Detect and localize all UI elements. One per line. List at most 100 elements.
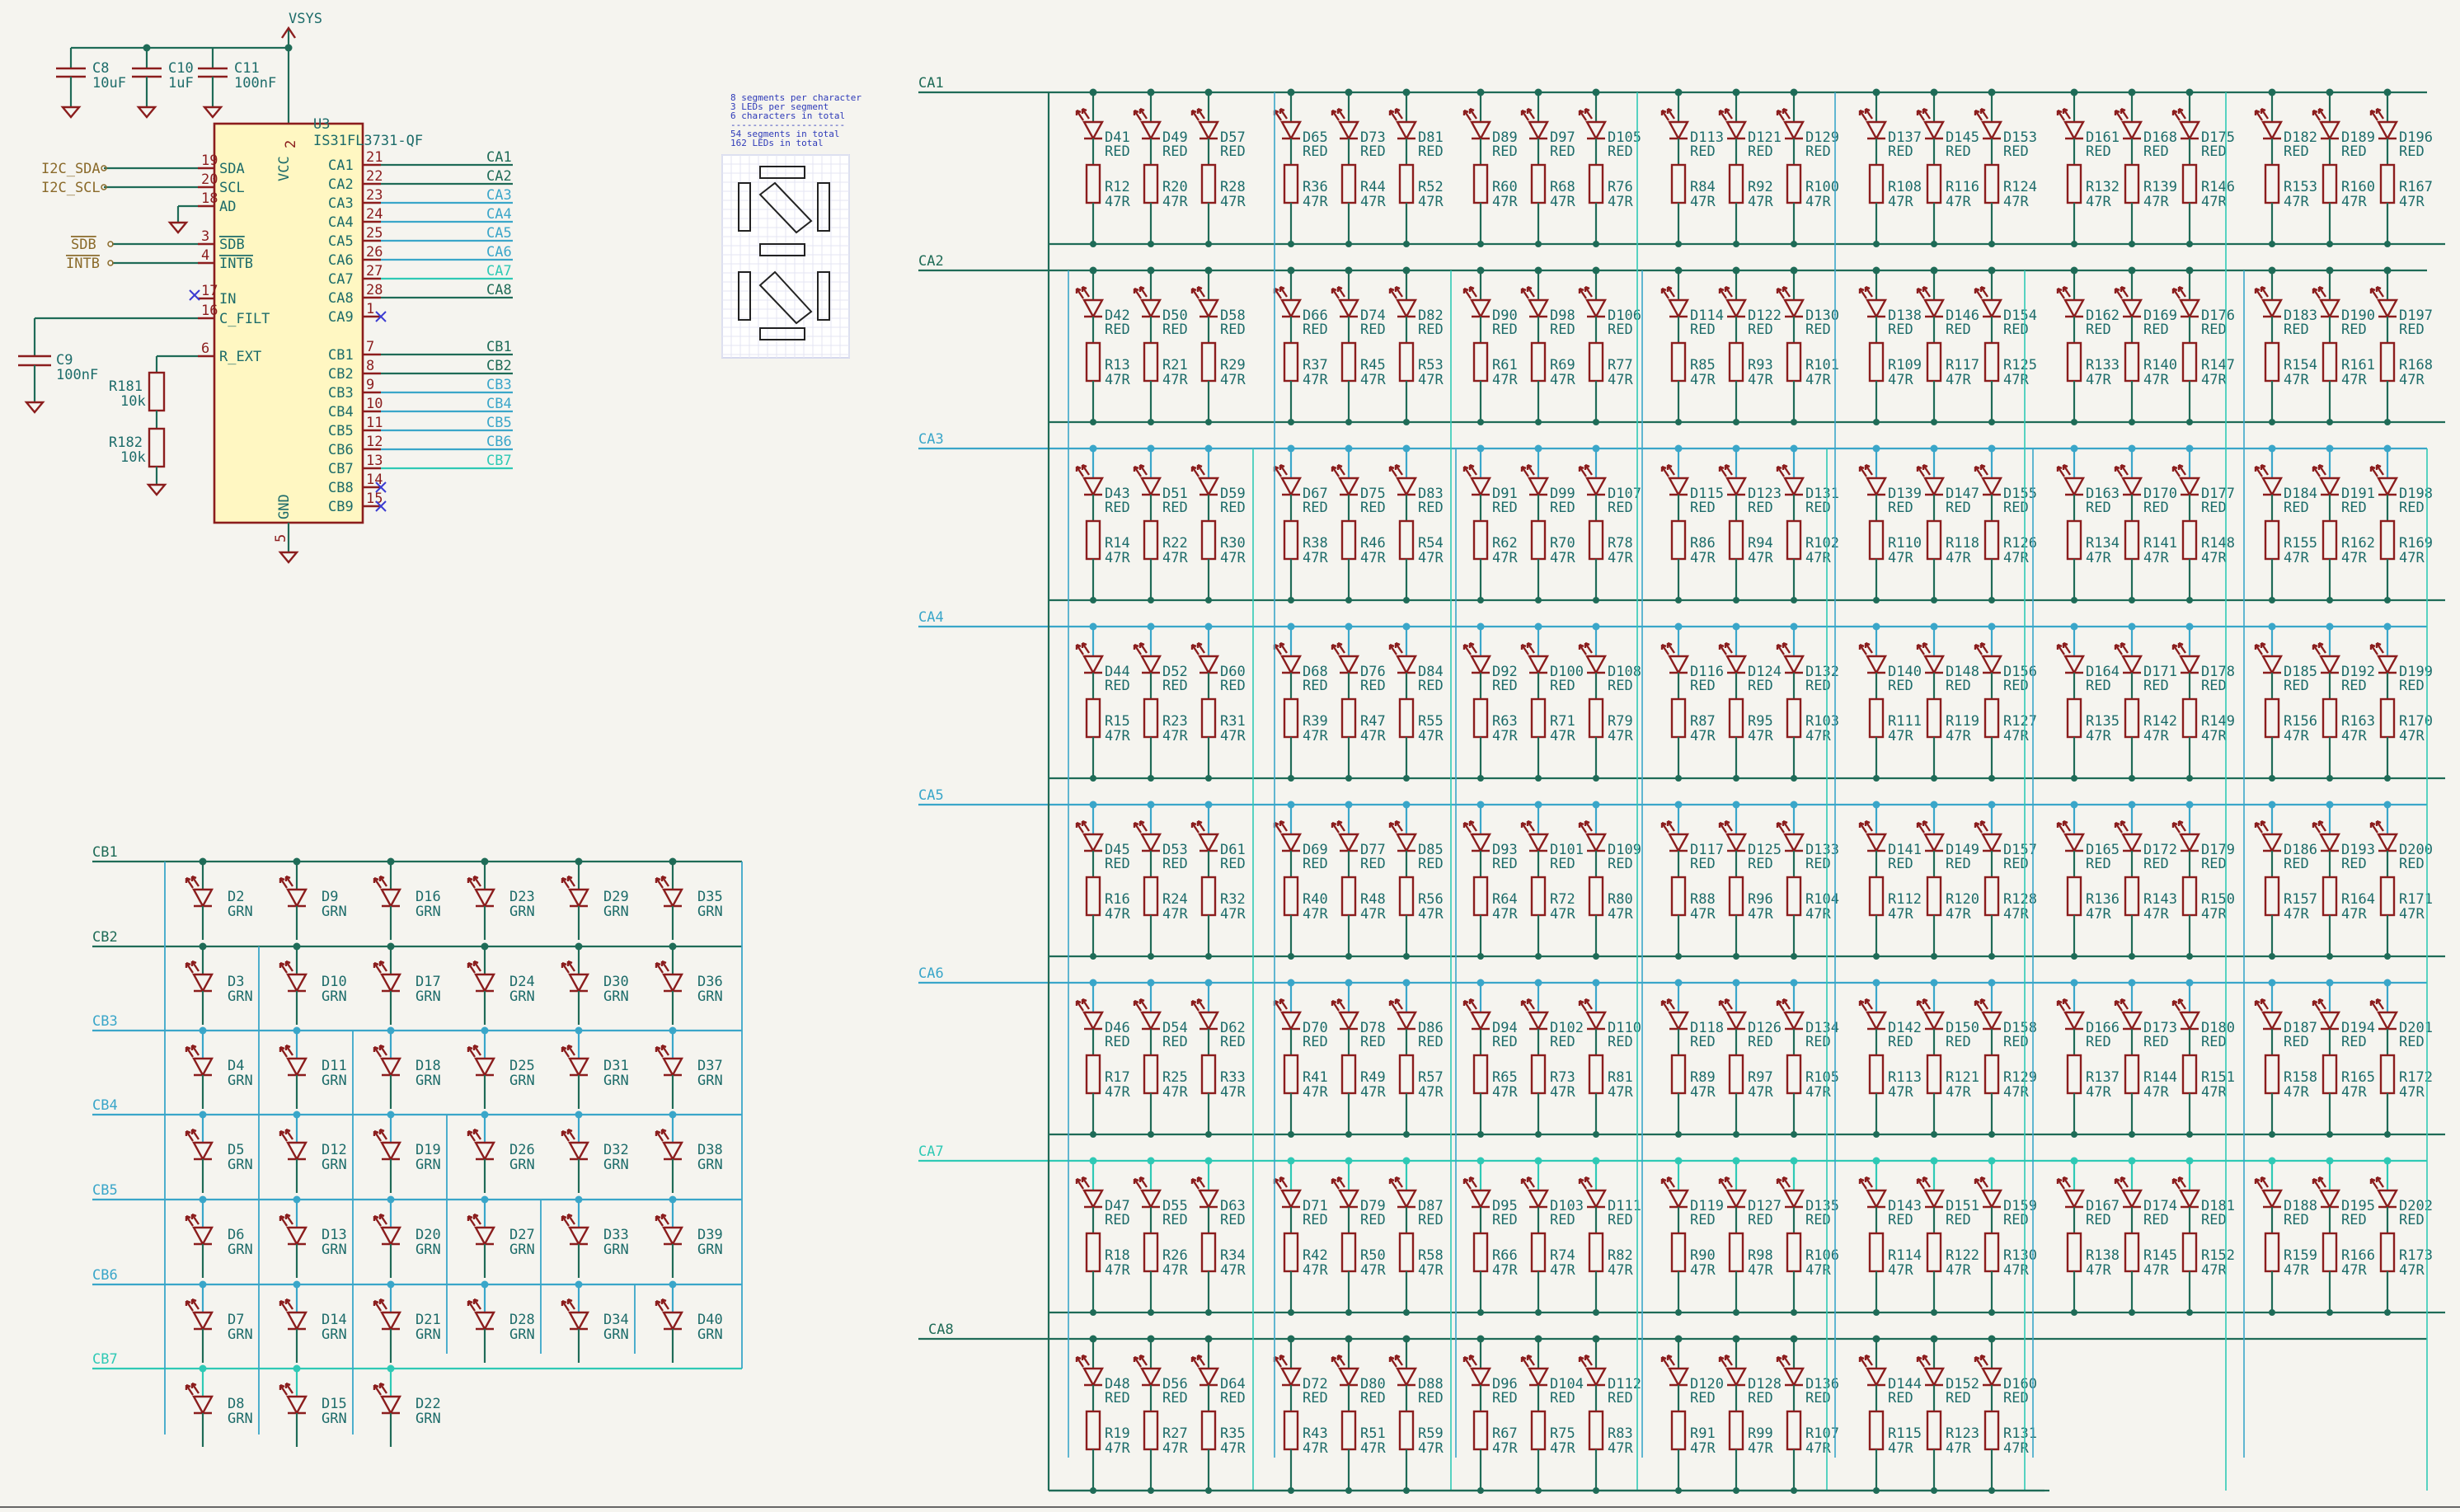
grn-row-label: CB4 (92, 1097, 118, 1114)
red-led-val: RED (2086, 322, 2111, 338)
red-res-ref: R118 (1946, 535, 1979, 552)
red-led-val: RED (1492, 678, 1518, 694)
red-led-val: RED (2143, 678, 2169, 694)
red-res-ref: R149 (2201, 713, 2235, 730)
red-led-val: RED (1608, 500, 1633, 516)
grn-led-val: GRN (228, 1327, 253, 1343)
red-led-ref: D192 (2341, 664, 2375, 680)
red-res-ref: R88 (1690, 891, 1716, 908)
red-led-val: RED (1303, 1390, 1328, 1406)
red-led-val: RED (1105, 856, 1130, 872)
red-led-ref: D53 (1162, 842, 1188, 858)
red-res-ref: R36 (1303, 179, 1328, 195)
u3-part: IS31FL3731-QF (313, 133, 423, 149)
red-res-val: 47R (2399, 550, 2425, 566)
red-res-ref: R120 (1946, 891, 1979, 908)
red-led-val: RED (1492, 500, 1518, 516)
red-led-ref: D170 (2143, 486, 2177, 502)
grn-led-val: GRN (415, 1327, 441, 1343)
red-res-ref: R167 (2399, 179, 2433, 195)
red-res-val: 47R (1888, 1440, 1913, 1457)
red-led-val: RED (1418, 1212, 1444, 1228)
red-res-ref: R77 (1608, 357, 1633, 373)
red-res-val: 47R (1303, 1084, 1328, 1101)
red-led-ref: D73 (1360, 129, 1386, 146)
red-led-ref: D55 (1162, 1198, 1188, 1214)
red-led-ref: D152 (1946, 1376, 1979, 1392)
u3-pin-num: 20 (201, 171, 218, 188)
red-res-ref: R66 (1492, 1247, 1518, 1264)
u3-pin-name: CA9 (328, 309, 354, 326)
green-led-matrix: CB1CB2CB3CB4CB5CB6CB7D2GRND3GRND4GRND5GR… (92, 844, 743, 1447)
red-led-val: RED (2284, 856, 2309, 872)
red-led-ref: D162 (2086, 308, 2120, 324)
red-led-val: RED (1492, 1390, 1518, 1406)
grn-led-val: GRN (322, 1327, 347, 1343)
red-res-val: 47R (1220, 372, 1246, 388)
u3-pin-name: SDB (219, 237, 245, 253)
red-res-ref: R64 (1492, 891, 1518, 908)
red-res-ref: R30 (1220, 535, 1246, 552)
red-res-val: 47R (1690, 194, 1716, 210)
u3-pin-num: 26 (366, 244, 383, 261)
net-label: CB2 (486, 358, 512, 374)
red-res-val: 47R (1550, 550, 1575, 566)
grn-row-label: CB6 (92, 1267, 118, 1284)
red-led-val: RED (1805, 143, 1831, 160)
grn-led-val: GRN (509, 1242, 535, 1258)
grn-led-val: GRN (603, 1242, 629, 1258)
grn-led-ref: D40 (697, 1312, 723, 1328)
red-led-val: RED (1946, 500, 1971, 516)
red-row-label: CA2 (918, 253, 944, 270)
red-res-val: 47R (2341, 906, 2367, 923)
red-res-val: 47R (1303, 372, 1328, 388)
u3-pin-num: 7 (366, 339, 374, 355)
red-res-ref: R134 (2086, 535, 2120, 552)
red-led-val: RED (2341, 1034, 2367, 1050)
red-res-val: 47R (1492, 194, 1518, 210)
red-led-val: RED (1220, 322, 1246, 338)
red-res-ref: R132 (2086, 179, 2120, 195)
u3-pin-num: 3 (201, 228, 209, 245)
c11-val: 100nF (234, 75, 276, 92)
c9-val: 100nF (56, 367, 98, 383)
red-res-val: 47R (1550, 1440, 1575, 1457)
red-res-val: 47R (1418, 1262, 1444, 1279)
red-led-val: RED (2341, 856, 2367, 872)
red-res-val: 47R (2086, 194, 2111, 210)
note-line: --------------------- (730, 120, 845, 130)
red-led-ref: D87 (1418, 1198, 1444, 1214)
red-res-ref: R61 (1492, 357, 1518, 373)
red-res-ref: R19 (1105, 1425, 1130, 1442)
red-led-val: RED (2143, 500, 2169, 516)
grn-led-ref: D11 (322, 1058, 347, 1074)
red-led-ref: D75 (1360, 486, 1386, 502)
red-led-val: RED (1690, 856, 1716, 872)
red-res-ref: R137 (2086, 1069, 2120, 1086)
red-led-ref: D115 (1690, 486, 1724, 502)
red-led-ref: D58 (1220, 308, 1246, 324)
red-res-val: 47R (2284, 1084, 2309, 1101)
